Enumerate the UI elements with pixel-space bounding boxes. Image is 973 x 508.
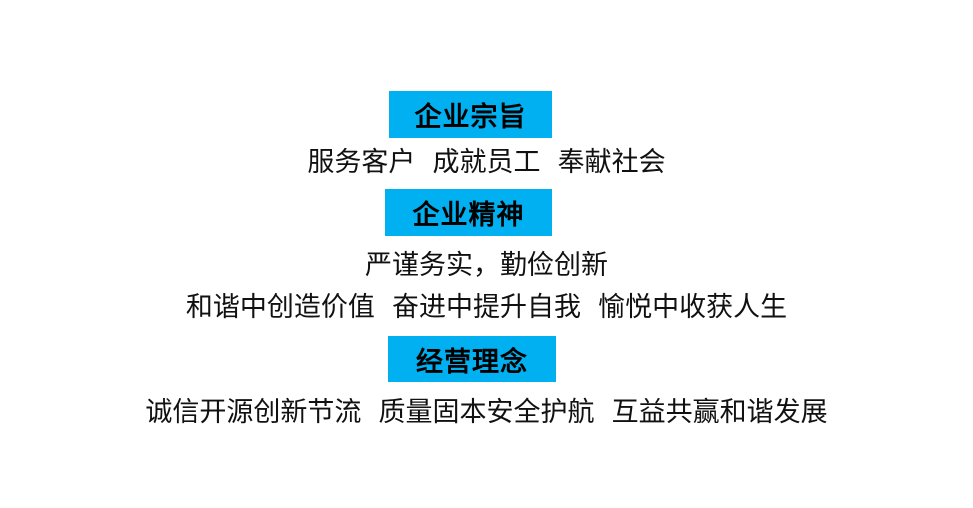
corporate-spirit-text-line-2: 和谐中创造价值 奋进中提升自我 愉悦中收获人生 bbox=[185, 292, 788, 323]
heading-corporate-spirit-label: 企业精神 bbox=[412, 200, 525, 231]
corporate-spirit-text-line-1: 严谨务实，勤俭创新 bbox=[365, 250, 608, 281]
heading-business-philosophy: 经营理念 bbox=[388, 336, 556, 382]
heading-corporate-spirit: 企业精神 bbox=[385, 189, 552, 236]
heading-business-philosophy-label: 经营理念 bbox=[416, 346, 528, 378]
business-philosophy-text: 诚信开源创新节流 质量固本安全护航 互益共赢和谐发展 bbox=[145, 397, 828, 428]
heading-corporate-purpose: 企业宗旨 bbox=[389, 91, 552, 138]
heading-corporate-purpose-label: 企业宗旨 bbox=[414, 102, 527, 133]
corporate-purpose-text: 服务客户 成就员工 奉献社会 bbox=[307, 147, 666, 178]
